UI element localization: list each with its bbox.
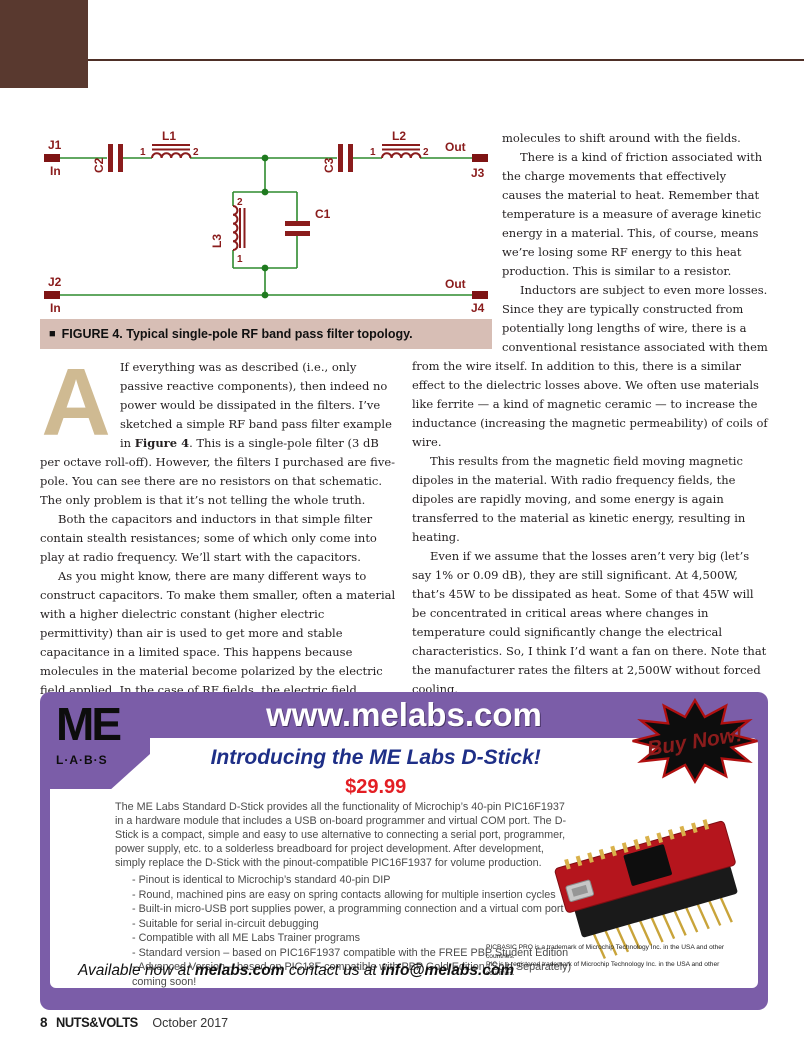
component-label: Out	[445, 277, 466, 291]
header-rule	[88, 59, 804, 61]
availability-text: Available now at	[78, 962, 195, 979]
answer-dropcap: A	[41, 349, 111, 456]
component-label: L1	[162, 129, 176, 143]
component-label: In	[50, 301, 61, 314]
feature-item: - Built-in micro-USB port supplies power…	[132, 903, 564, 915]
pin-label: 2	[237, 197, 243, 208]
feature-item: - Suitable for serial in-circuit debuggi…	[132, 917, 319, 930]
figure-caption: FIGURE 4. Typical single-pole RF band pa…	[61, 327, 413, 341]
inductor-symbols	[151, 144, 422, 251]
component-label: Out	[445, 140, 466, 154]
pin-label: 1	[140, 147, 146, 158]
header-pads	[564, 819, 710, 870]
feature-item: - Round, machined pins are easy on sprin…	[132, 888, 556, 901]
ad-price: $29.99	[345, 776, 407, 798]
component-label: In	[50, 164, 61, 178]
junction-dots	[261, 154, 269, 299]
component-label: L2	[392, 129, 406, 143]
melabs-url-header[interactable]: www.melabs.com	[266, 696, 542, 733]
issue-date: October 2017	[152, 1016, 229, 1030]
melabs-link[interactable]: melabs.com	[194, 962, 285, 979]
figure-4: J1 In C2 L1 1 2 C3 L2 1 2 Out J3 2 1 L3 …	[40, 128, 492, 349]
paragraph-text: If everything was as described (i.e., on…	[120, 360, 392, 450]
buy-now-badge[interactable]: Buy Now!	[630, 694, 762, 790]
starburst-icon	[632, 697, 758, 785]
feature-item: - Compatible with all ME Labs Trainer pr…	[132, 932, 361, 944]
socket-pins	[592, 895, 733, 960]
melabs-ad-banner: www.melabs.com Introducing the ME Labs D…	[40, 692, 768, 1010]
feature-item: - Standard version – based on PIC16F1937…	[132, 946, 569, 959]
usb-opening	[571, 884, 589, 897]
figure-reference: Figure 4	[134, 436, 190, 450]
logo-labs-text: L·A·B·S	[56, 753, 108, 767]
pin-label: 2	[193, 147, 199, 158]
component-label: J3	[471, 166, 485, 180]
capacitor-symbols	[108, 144, 353, 236]
component-label: C1	[315, 207, 331, 221]
page-number: 8	[40, 1015, 48, 1030]
fine-print-line: PIC is a registered trademark of Microch…	[486, 961, 720, 977]
page-footer: 8 NUTS&VOLTS October 2017	[40, 1014, 228, 1030]
availability-text: contact us at	[284, 962, 382, 979]
figure-caption-bar: ■ FIGURE 4. Typical single-pole RF band …	[40, 319, 492, 349]
terminal-pads	[44, 154, 488, 299]
paragraph: molecules to shift around with the field…	[502, 131, 741, 145]
melabs-email-link[interactable]: info@melabs.com	[381, 962, 515, 979]
ad-body-text: The ME Labs Standard D-Stick provides al…	[115, 801, 567, 869]
pin-label: 2	[423, 147, 429, 158]
ad-feature-list: - Pinout is identical to Microchip’s sta…	[132, 873, 584, 989]
paragraph: There is a kind of friction associated w…	[502, 150, 763, 278]
component-label: C3	[322, 157, 336, 173]
component-label: J4	[471, 301, 485, 314]
logo-me-text: ME	[56, 698, 122, 750]
magazine-logo: NUTS&VOLTS	[55, 1014, 138, 1030]
paragraph: Inductors are subject to even more losse…	[412, 283, 768, 449]
figure-overlap-spacer	[412, 129, 502, 353]
pin-label: 1	[237, 254, 243, 265]
component-label: J2	[48, 275, 62, 289]
schematic-svg: J1 In C2 L1 1 2 C3 L2 1 2 Out J3 2 1 L3 …	[44, 129, 488, 315]
trademark-fine-print: PICBASIC PRO is a trademark of Microchip…	[486, 944, 748, 978]
availability-line: Available now at melabs.com contact us a…	[78, 962, 514, 980]
paragraph-text: . This is a single-pole filter (3 dB per…	[40, 436, 396, 507]
corner-block	[0, 0, 88, 88]
caption-marker-icon: ■	[49, 328, 56, 340]
article-right-column: molecules to shift around with the field…	[412, 129, 768, 757]
paragraph: This results from the magnetic field mov…	[412, 454, 746, 544]
feature-item: - Pinout is identical to Microchip’s sta…	[132, 874, 391, 886]
paragraph: Even if we assume that the losses aren’t…	[412, 549, 767, 696]
fine-print-line: PICBASIC PRO is a trademark of Microchip…	[486, 944, 725, 960]
dstick-product-image	[554, 819, 738, 960]
wires	[60, 157, 472, 296]
component-label: J1	[48, 138, 62, 152]
ad-headline: Introducing the ME Labs D-Stick!	[210, 746, 541, 769]
mcu-chip	[623, 844, 672, 886]
pin-label: 1	[370, 147, 376, 158]
dip-socket	[574, 865, 738, 938]
component-label: L3	[210, 234, 224, 248]
melabs-logo: ME L·A·B·S	[48, 697, 150, 789]
component-label: C2	[92, 157, 106, 173]
feature-item: - Advanced Version – based on PIC18F com…	[132, 961, 572, 988]
ad-content-area: Introducing the ME Labs D-Stick! $29.99 …	[50, 738, 758, 988]
paragraph: Both the capacitors and inductors in tha…	[40, 512, 377, 564]
